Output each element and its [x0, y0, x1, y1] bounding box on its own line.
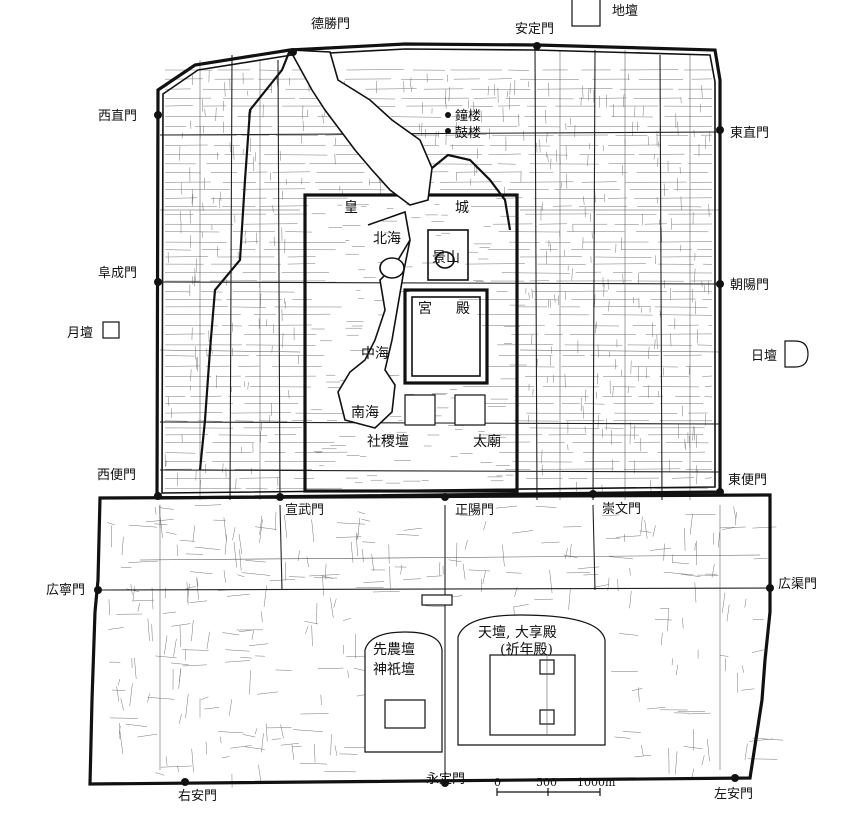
city-gates: [94, 42, 774, 787]
gate-label-xuanwumen: 宣武門: [285, 502, 324, 518]
inner-city-streets: [159, 47, 721, 501]
landmark-cheng: 城: [455, 200, 469, 216]
gate-label-zhengyangmen: 正陽門: [455, 503, 494, 518]
gate-label-andingmen: 安定門: [515, 22, 554, 37]
landmark-gong: 宮: [418, 301, 432, 317]
landmark-huang: 皇: [344, 200, 358, 216]
landmark-labels: 鐘楼 鼓楼 皇 城 北海 景山 宮 殿 中海 南海 社稷壇 太廟 天壇, 大享殿…: [344, 108, 557, 678]
altar-label-yuetan: 月壇: [67, 325, 93, 341]
ritan-altar: [784, 340, 809, 368]
scale-tick-500: 500: [536, 776, 557, 789]
gate-label-fuchengmen: 阜成門: [98, 265, 137, 281]
landmark-dian: 殿: [456, 301, 470, 317]
landmark-tiantan: 天壇, 大享殿: [478, 624, 557, 641]
outer-city-streets: [99, 504, 771, 785]
landmark-zhonglou: 鐘楼: [455, 108, 481, 124]
gate-label-xibianmen: 西便門: [97, 468, 136, 483]
landmark-taimiao: 太廟: [473, 433, 501, 450]
yuetan-altar: [102, 321, 120, 339]
landmark-xiannongtan: 先農壇: [373, 641, 415, 658]
altars-and-temples: [364, 394, 606, 753]
gate-label-guangningmen: 広寧門: [46, 582, 85, 598]
landmark-jingshan: 景山: [432, 250, 460, 266]
gate-label-yongdingmen: 永定門: [426, 772, 465, 787]
landmark-shejitan: 社稷壇: [367, 433, 409, 450]
landmark-qiniandian: (祈年殿): [500, 642, 553, 658]
scale-tick-0: 0: [494, 776, 501, 789]
landmark-shenqitan: 神祇壇: [373, 661, 415, 678]
altar-label-ritan: 日壇: [751, 348, 777, 364]
gate-label-chongwenmen: 崇文門: [602, 502, 641, 517]
gate-label-xizhimen: 西直門: [98, 109, 137, 124]
landmark-gulou: 鼓楼: [455, 126, 481, 141]
gate-label-dongzhimen: 東直門: [730, 125, 769, 141]
ditan-altar: [571, 0, 601, 27]
gate-labels: 德勝門 安定門 西直門 東直門 阜成門 朝陽門 西便門 東便門 宣武門 正陽門 …: [46, 17, 817, 804]
scale-bar: 0 500 1000m: [494, 776, 616, 796]
gate-label-chaoyangmen: 朝陽門: [730, 278, 769, 293]
city-walls: [88, 42, 772, 786]
outer-altars: 地壇 月壇 日壇: [67, 0, 809, 368]
landmark-zhonghai: 中海: [361, 346, 389, 362]
altar-label-ditan: 地壇: [612, 3, 638, 19]
landmark-beihai: 北海: [373, 231, 401, 247]
lakes-and-canals: [198, 49, 512, 471]
gate-label-deshengmen: 德勝門: [311, 17, 350, 32]
gate-label-dongbianmen: 東便門: [728, 472, 767, 488]
landmark-nanhai: 南海: [351, 405, 379, 421]
scale-tick-1000: 1000m: [577, 776, 616, 789]
gate-label-zuoanmen: 左安門: [714, 787, 753, 802]
gate-label-guangqumen: 広渠門: [778, 577, 817, 592]
gate-label-youanmen: 右安門: [178, 789, 217, 804]
